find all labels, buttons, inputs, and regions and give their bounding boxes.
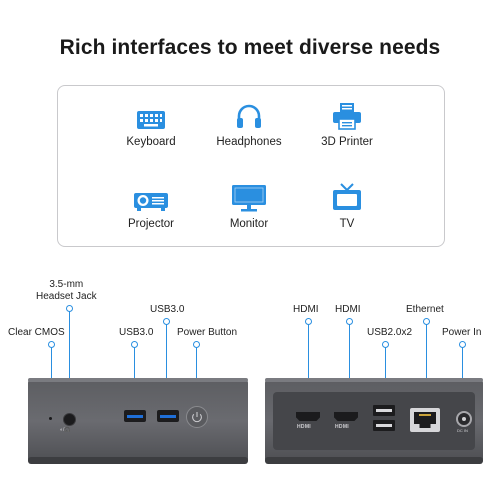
device-3d-printer: 3D Printer <box>292 98 402 148</box>
callout-usb3-left: USB3.0 <box>119 327 154 338</box>
callout-line <box>308 324 309 384</box>
callout-line <box>134 347 135 381</box>
device-label: 3D Printer <box>321 136 373 148</box>
callout-line <box>69 311 70 390</box>
callout-headset-jack: 3.5-mm Headset Jack <box>36 279 97 303</box>
device-headphones: Headphones <box>194 98 304 148</box>
clear-cmos-hole <box>49 417 52 420</box>
headphones-icon <box>237 104 261 128</box>
device-label: Projector <box>127 218 175 230</box>
callout-usb2: USB2.0x2 <box>367 327 413 338</box>
tv-icon <box>333 183 361 210</box>
callout-headset-jack-line1: 3.5-mm <box>49 279 84 290</box>
callout-line <box>51 347 52 387</box>
device-label: Monitor <box>229 218 269 230</box>
device-label: Keyboard <box>126 136 176 148</box>
hdmi-logo-1: HDMI <box>297 424 311 430</box>
headset-jack <box>63 413 76 426</box>
callout-hdmi-2: HDMI <box>335 304 361 315</box>
callout-usb3-right: USB3.0 <box>150 304 185 315</box>
device-label: Headphones <box>216 136 282 148</box>
callout-line <box>166 324 167 381</box>
hdmi-port-1 <box>296 412 320 421</box>
callout-line <box>385 347 386 379</box>
device-tv: TV <box>292 180 402 230</box>
device-card: Keyboard Headphones 3D Printer Projector <box>57 85 445 247</box>
dc-in-marking: DC IN <box>457 428 468 433</box>
monitor-icon <box>232 185 266 212</box>
jack-marking: ◐/🎧 <box>60 427 71 433</box>
power-in-jack <box>456 411 472 427</box>
projector-icon <box>134 193 168 211</box>
callout-clear-cmos: Clear CMOS <box>8 327 65 338</box>
device-keyboard: Keyboard <box>96 98 206 148</box>
callout-hdmi-1: HDMI <box>293 304 319 315</box>
hdmi-port-2 <box>334 412 358 421</box>
printer-icon <box>333 103 361 130</box>
callout-line <box>426 324 427 382</box>
callout-line <box>349 324 350 384</box>
callout-headset-jack-line2: Headset Jack <box>36 291 97 302</box>
device-monitor: Monitor <box>194 180 304 230</box>
callout-line <box>462 347 463 383</box>
callout-line <box>196 347 197 379</box>
device-label: TV <box>339 218 355 230</box>
usb2-port-bottom <box>373 420 395 431</box>
headline: Rich interfaces to meet diverse needs <box>59 36 441 59</box>
usb3-port-right <box>157 410 179 422</box>
ethernet-port <box>410 408 440 432</box>
callout-power-button: Power Button <box>177 327 238 338</box>
power-button[interactable] <box>186 406 208 428</box>
hdmi-logo-2: HDMI <box>335 424 349 430</box>
usb3-port-left <box>124 410 146 422</box>
device-projector: Projector <box>96 180 206 230</box>
keyboard-icon <box>137 111 165 129</box>
callout-power-in: Power In <box>442 327 482 338</box>
power-icon <box>192 412 202 423</box>
callout-ethernet: Ethernet <box>406 304 444 315</box>
usb2-port-top <box>373 405 395 416</box>
